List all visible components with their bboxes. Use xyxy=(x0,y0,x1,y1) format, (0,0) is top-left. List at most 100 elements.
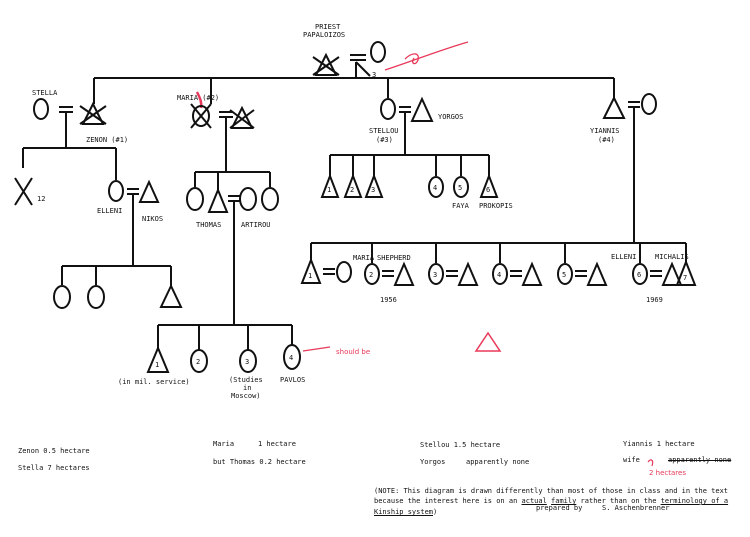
label-shepherd: SHEPHERD xyxy=(377,254,411,262)
note-line-2d: rather than on the xyxy=(580,497,657,505)
couple-1: 1 xyxy=(300,257,352,284)
female-child xyxy=(53,285,71,309)
descent-hook xyxy=(355,61,371,77)
label-artirou: ARTIROU xyxy=(241,221,271,229)
note-line-2: because the interest here is on an actua… xyxy=(374,497,728,505)
female-yiannis-wife xyxy=(641,93,657,115)
label-2: 2 xyxy=(350,186,354,194)
female-child xyxy=(87,285,105,309)
couple-5: 5 xyxy=(557,261,608,286)
label-studies-3: Moscow) xyxy=(231,392,261,400)
label-5: 5 xyxy=(562,271,566,279)
label-maria: MARIA (#2) xyxy=(177,94,219,102)
label-1: 1 xyxy=(155,361,159,369)
female-stella xyxy=(33,98,49,120)
male-michalis xyxy=(661,261,683,286)
annotation-two-hectares: 2 hectares xyxy=(649,469,686,477)
triangle-icon xyxy=(474,331,502,352)
female-stellou xyxy=(380,98,396,120)
label-yiannis: YIANNIS xyxy=(590,127,620,135)
label-3: 3 xyxy=(372,71,376,79)
land-stellou: Stellou 1.5 hectare xyxy=(420,441,501,449)
land-maria-name: Maria xyxy=(213,440,235,448)
label-7: 7 xyxy=(683,274,687,282)
label-studies-2: in xyxy=(243,384,251,392)
female-child-4-pavlos xyxy=(283,344,301,370)
male-child xyxy=(159,283,183,308)
label-12: 12 xyxy=(37,195,45,203)
label-elleni-daughter: ELLENI xyxy=(611,253,636,261)
label-4: 4 xyxy=(433,184,437,192)
deceased-mark xyxy=(79,105,107,125)
male-deceased-priest xyxy=(314,52,338,76)
label-thomas: THOMAS xyxy=(196,221,221,229)
land-wife-value: apparently none xyxy=(668,456,732,464)
label-2: 2 xyxy=(369,271,373,279)
label-6: 6 xyxy=(637,271,641,279)
male-child-1 xyxy=(300,257,322,284)
note-line-2a: because the interest here is on an xyxy=(374,497,518,505)
label-4: 4 xyxy=(497,271,501,279)
label-studies-1: (Studies xyxy=(229,376,263,384)
label-maria-daughter: MARIA xyxy=(353,254,375,262)
deceased-mark xyxy=(229,109,255,129)
female-child-3 xyxy=(239,349,257,373)
land-maria-value: 1 hectare xyxy=(258,440,296,448)
note-kinship-system: Kinship system xyxy=(374,508,434,516)
label-pavlos: PAVLOS xyxy=(280,376,305,384)
male-spouse xyxy=(521,261,543,286)
maria-couple: MARIA (#2) xyxy=(177,91,255,172)
female-artirou xyxy=(239,187,257,211)
label-yorgos: YORGOS xyxy=(438,113,463,121)
male-deceased-zenon xyxy=(81,101,105,125)
label-3: 3 xyxy=(433,271,437,279)
label-3: 3 xyxy=(371,186,375,194)
label-1969: 1969 xyxy=(646,296,663,304)
label-papaloizos: PAPALOIZOS xyxy=(303,31,345,39)
female-child-2 xyxy=(364,263,380,285)
annotation-should-be-text: should be xyxy=(336,348,370,356)
female-elleni xyxy=(108,180,124,202)
pen-stroke xyxy=(384,41,469,71)
priest-couple: PRIEST PAPALOIZOS 3 xyxy=(303,23,469,79)
label-faya: FAYA xyxy=(452,202,470,210)
male-spouse xyxy=(586,261,608,286)
label-stella: STELLA xyxy=(32,89,58,97)
yiannis-couple: YIANNIS (#4) xyxy=(590,93,657,243)
land-zenon: Zenon 0.5 hectare xyxy=(18,447,90,455)
note-terminology: terminology of a xyxy=(660,497,729,505)
label-michalis: MICHALIS xyxy=(655,253,689,261)
land-wife-name: wife xyxy=(623,456,640,464)
label-2: 2 xyxy=(196,358,200,366)
female-child-4 xyxy=(428,176,444,198)
note-line-1: (NOTE: This diagram is drawn differently… xyxy=(374,487,729,495)
female-sibling xyxy=(261,187,279,211)
label-6: 6 xyxy=(486,186,490,194)
female-child-3 xyxy=(428,263,444,285)
deceased-mark xyxy=(312,56,340,76)
label-1: 1 xyxy=(308,272,312,280)
male-shepherd xyxy=(393,261,415,286)
label-zenon: ZENON (#1) xyxy=(86,136,128,144)
annotation-should-be: should be xyxy=(302,331,502,356)
male-child-1 xyxy=(320,173,340,198)
female-child-5-faya xyxy=(453,176,469,198)
male-deceased-husband xyxy=(230,105,254,129)
label-5: 5 xyxy=(458,184,462,192)
pen-stroke xyxy=(302,346,331,352)
male-yorgos xyxy=(410,96,434,122)
note-actual: actual xyxy=(521,497,547,505)
female-sibling xyxy=(186,187,204,211)
label-4: 4 xyxy=(289,354,293,362)
note-family: family xyxy=(551,497,577,505)
couple-2-maria-shepherd: 2 xyxy=(364,261,415,286)
thomas-artirou-couple: THOMAS ARTIROU xyxy=(196,187,271,325)
label-yiannis-num: (#4) xyxy=(598,136,615,144)
stellou-yorgos-couple: STELLOU (#3) YORGOS xyxy=(369,96,463,155)
male-thomas xyxy=(207,187,229,213)
note-prepared-by: prepared by xyxy=(536,504,583,512)
pen-stroke xyxy=(404,53,419,65)
land-yorgos-value: apparently none xyxy=(466,458,530,466)
land-yorgos-name: Yorgos xyxy=(420,458,446,466)
